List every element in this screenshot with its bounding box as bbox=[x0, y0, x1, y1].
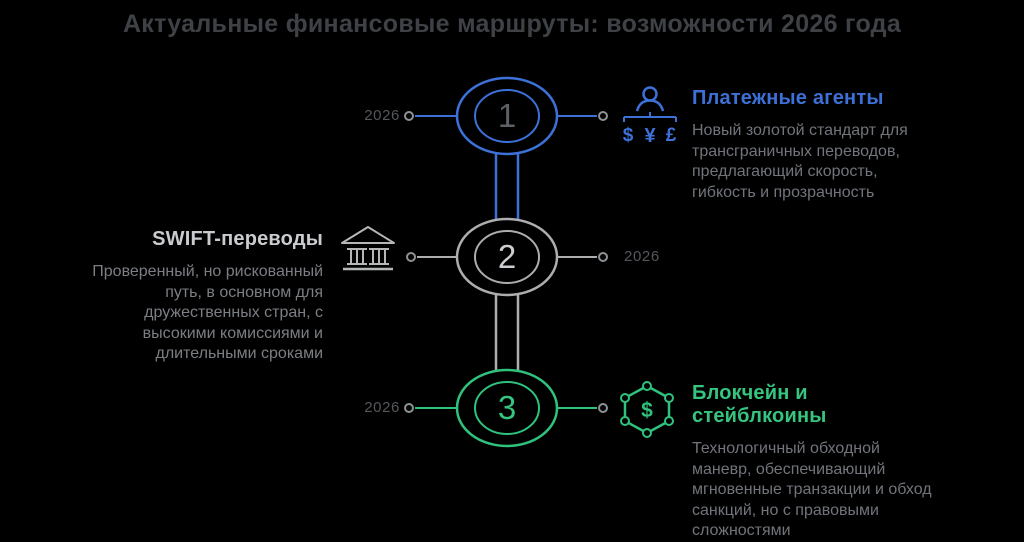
section-payment-agents: Платежные агенты Новый золотой стандарт … bbox=[692, 87, 1002, 203]
section-1-description: Новый золотой стандарт для трансграничны… bbox=[692, 122, 908, 201]
dollar-symbol: $ bbox=[623, 125, 634, 146]
page-title: Актуальные финансовые маршруты: возможно… bbox=[122, 10, 902, 38]
section-3-heading: Блокчейн и стейблкоины bbox=[692, 382, 827, 427]
node-2-right-endpoint bbox=[598, 252, 608, 262]
infographic-canvas: Актуальные финансовые маршруты: возможно… bbox=[33, 10, 1002, 539]
bank-columns-right bbox=[369, 248, 389, 265]
section-swift-transfers: SWIFT-переводы Проверенный, но рискованн… bbox=[33, 228, 323, 365]
connector-1-2 bbox=[494, 152, 520, 221]
payment-agents-icon: $ ¥ £ bbox=[623, 86, 677, 147]
node-3-inner-circle bbox=[474, 381, 540, 435]
node-2-graphic bbox=[406, 217, 608, 297]
node-1-left-endpoint bbox=[404, 111, 414, 121]
node-1-inner-circle bbox=[474, 89, 540, 143]
hexagon-vertex-dots bbox=[620, 381, 674, 438]
yen-symbol: ¥ bbox=[644, 125, 656, 147]
person-head-icon bbox=[642, 86, 658, 102]
node-2-number: 2 bbox=[497, 238, 517, 275]
section-blockchain-stablecoins: Блокчейн и стейблкоины Технологичный обх… bbox=[692, 382, 1002, 542]
node-1-number: 1 bbox=[497, 97, 517, 134]
node-3-number: 3 bbox=[497, 389, 517, 426]
node-1-graphic bbox=[404, 76, 608, 156]
person-body-icon bbox=[635, 99, 665, 112]
bank-icon bbox=[341, 226, 395, 271]
coin-dollar-symbol: $ bbox=[641, 399, 653, 422]
section-2-heading: SWIFT-переводы bbox=[152, 228, 323, 250]
bank-roof bbox=[341, 226, 395, 244]
blockchain-icon: $ bbox=[620, 381, 674, 438]
node-3-left-endpoint bbox=[404, 403, 414, 413]
section-2-description: Проверенный, но рискованный путь, в осно… bbox=[92, 263, 323, 362]
year-label-3: 2026 bbox=[364, 399, 400, 416]
node-3-right-endpoint bbox=[598, 403, 608, 413]
connector-2-3 bbox=[494, 295, 520, 371]
section-1-heading: Платежные агенты bbox=[692, 87, 884, 109]
node-1-right-endpoint bbox=[598, 111, 608, 121]
diagram-svg: $ ¥ £ bbox=[341, 76, 677, 448]
year-label-1: 2026 bbox=[364, 107, 400, 124]
bank-columns-left bbox=[347, 248, 367, 265]
pound-symbol: £ bbox=[666, 125, 677, 146]
year-label-2: 2026 bbox=[624, 248, 660, 265]
node-2-inner-circle bbox=[474, 230, 540, 284]
node-3-graphic bbox=[404, 368, 608, 448]
node-2-left-endpoint bbox=[406, 252, 416, 262]
section-3-description: Технологичный обходной маневр, обеспечив… bbox=[692, 440, 932, 539]
